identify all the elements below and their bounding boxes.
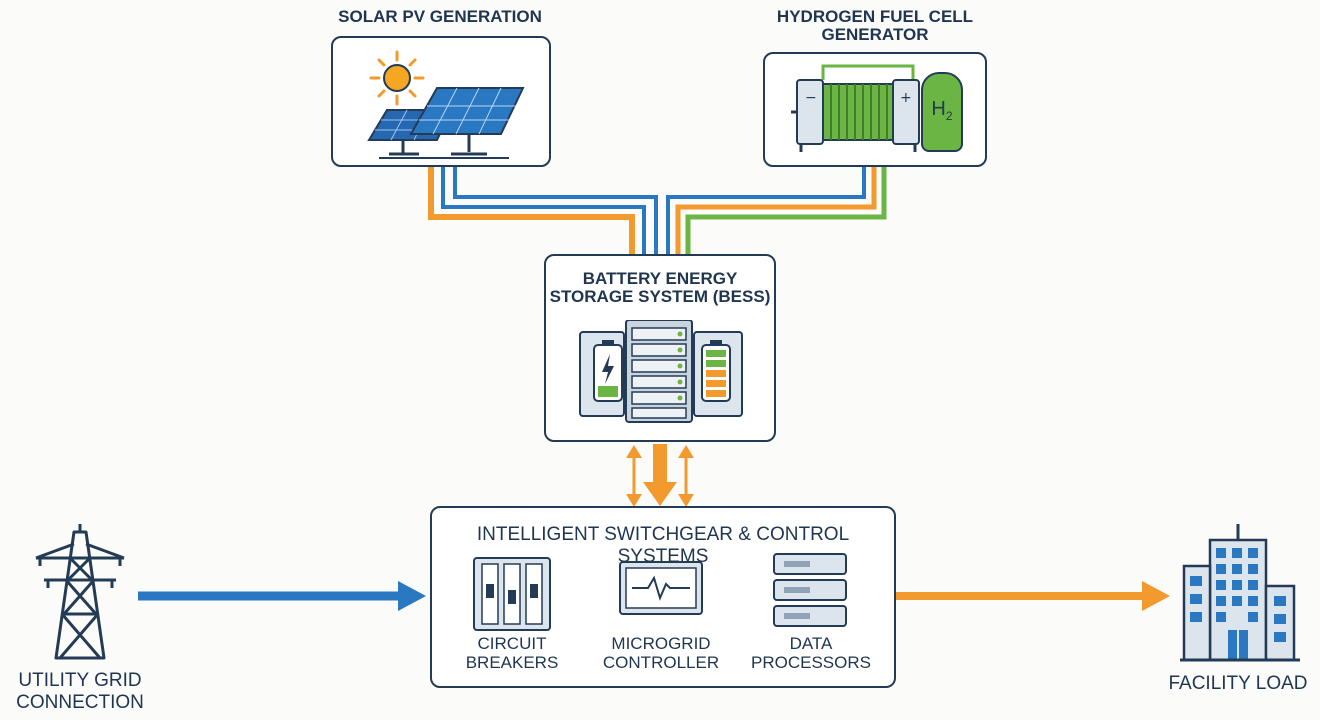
facility-load-label: FACILITY LOAD <box>1168 673 1308 694</box>
sun-icon <box>369 50 425 106</box>
utility-grid-label: UTILITY GRID CONNECTION <box>16 670 144 713</box>
solar-title: SOLAR PV GENERATION <box>338 7 542 26</box>
fuel-cell-icon: − + <box>791 64 920 152</box>
circuit-breaker-icon <box>473 557 551 631</box>
solar-panel-icon <box>367 87 525 159</box>
bess-title-line2: STORAGE SYSTEM (BESS) <box>549 287 771 307</box>
monitor-icon <box>619 561 703 615</box>
data-processors-label: DATA PROCESSORS <box>751 634 871 673</box>
microgrid-controller-label: MICROGRID CONTROLLER <box>602 634 720 673</box>
circuit-breakers-label: CIRCUIT BREAKERS <box>465 634 559 673</box>
hydrogen-fuel-cell-box[interactable]: − + H2 <box>763 52 987 167</box>
battery-level-icon <box>701 340 731 402</box>
solar-pv-box[interactable] <box>331 36 551 167</box>
hydrogen-title-line2: GENERATOR <box>821 25 929 45</box>
svg-text:+: + <box>900 90 912 106</box>
hydrogen-symbol: H2 <box>931 98 953 123</box>
building-icon <box>1180 524 1300 662</box>
bess-title: BATTERY ENERGY STORAGE SYSTEM (BESS) <box>546 269 774 307</box>
hydrogen-tank-icon: H2 <box>921 72 963 152</box>
bess-box[interactable]: BATTERY ENERGY STORAGE SYSTEM (BESS) <box>544 254 776 442</box>
hydrogen-title-line1: HYDROGEN FUEL CELL <box>776 7 974 26</box>
transmission-tower-icon <box>35 524 125 660</box>
battery-icon <box>593 340 623 402</box>
svg-text:−: − <box>805 90 817 106</box>
bess-title-line1: BATTERY ENERGY <box>582 269 738 288</box>
data-server-icon <box>773 553 847 627</box>
switchgear-box[interactable]: INTELLIGENT SWITCHGEAR & CONTROL SYSTEMS… <box>430 506 896 688</box>
hydrogen-title: HYDROGEN FUEL CELL GENERATOR <box>760 7 990 45</box>
